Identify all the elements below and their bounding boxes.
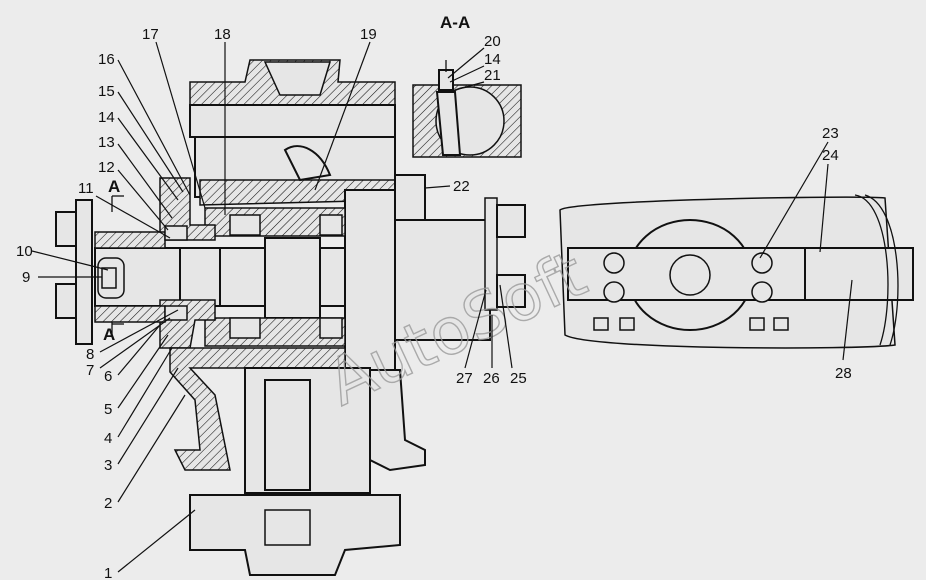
main-housing	[189, 59, 526, 371]
callout-label-18: 18	[214, 26, 231, 43]
callout-label-10: 10	[16, 243, 33, 260]
callout-label-7: 7	[86, 362, 94, 379]
leader-line-2	[117, 394, 186, 503]
leader-line-13	[117, 143, 173, 219]
leader-line-10	[31, 250, 109, 271]
side-view	[559, 194, 914, 349]
leader-line-22	[424, 185, 451, 189]
leader-line-3	[117, 367, 179, 465]
leader-line-23	[759, 141, 829, 259]
leader-line-19	[314, 41, 371, 191]
leader-line-15	[117, 91, 184, 193]
leader-line-14	[449, 65, 485, 83]
callout-label-15: 15	[98, 83, 115, 100]
section-mark-bottom: A	[103, 325, 115, 344]
leader-line-24	[819, 163, 829, 253]
section-a-a: A-A	[412, 13, 522, 158]
leader-line-12	[117, 169, 169, 231]
callout-label-13: 13	[98, 134, 115, 151]
callout-label-23: 23	[822, 125, 839, 142]
callout-label-11: 11	[78, 180, 94, 197]
leader-line-6	[117, 324, 161, 376]
leader-line-11	[95, 195, 171, 239]
callout-label-4: 4	[104, 430, 112, 447]
leader-line-20	[447, 47, 485, 79]
callout-label-14: 14	[484, 51, 501, 68]
leader-line-4	[117, 347, 173, 438]
shaft-assembly	[94, 177, 346, 349]
callout-label-19: 19	[360, 26, 377, 43]
leader-line-17	[155, 41, 206, 209]
callout-label-3: 3	[104, 457, 112, 474]
leader-line-5	[117, 334, 169, 409]
callout-label-27: 27	[456, 370, 473, 387]
leader-line-27	[464, 289, 487, 369]
callout-label-1: 1	[104, 565, 112, 580]
leader-line-8	[99, 309, 179, 353]
leader-line-25	[499, 284, 513, 369]
leader-line-16	[117, 59, 191, 196]
callout-label-26: 26	[483, 370, 500, 387]
left-flange	[55, 199, 125, 345]
callout-label-6: 6	[104, 368, 112, 385]
leader-line-28	[842, 279, 853, 361]
callout-label-22: 22	[453, 178, 470, 195]
leader-line-21	[454, 81, 485, 91]
leader-line-1	[117, 509, 196, 573]
section-mark-top: A	[108, 177, 120, 196]
callout-label-25: 25	[510, 370, 527, 387]
callout-label-5: 5	[104, 401, 112, 418]
callout-label-12: 12	[98, 159, 115, 176]
callout-label-16: 16	[98, 51, 115, 68]
section-marks: A A	[103, 177, 124, 344]
callout-label-20: 20	[484, 33, 501, 50]
leader-line-7	[99, 317, 171, 369]
leader-lines	[31, 41, 853, 573]
callout-label-17: 17	[142, 26, 159, 43]
callout-label-24: 24	[822, 147, 839, 164]
callout-label-21: 21	[484, 67, 501, 84]
section-title: A-A	[440, 13, 470, 32]
leader-line-14	[117, 117, 179, 201]
callout-label-14: 14	[98, 109, 115, 126]
callout-label-9: 9	[22, 269, 30, 286]
lower-support	[169, 347, 426, 576]
callout-label-28: 28	[835, 365, 852, 382]
callout-label-8: 8	[86, 346, 94, 363]
callout-label-2: 2	[104, 495, 112, 512]
